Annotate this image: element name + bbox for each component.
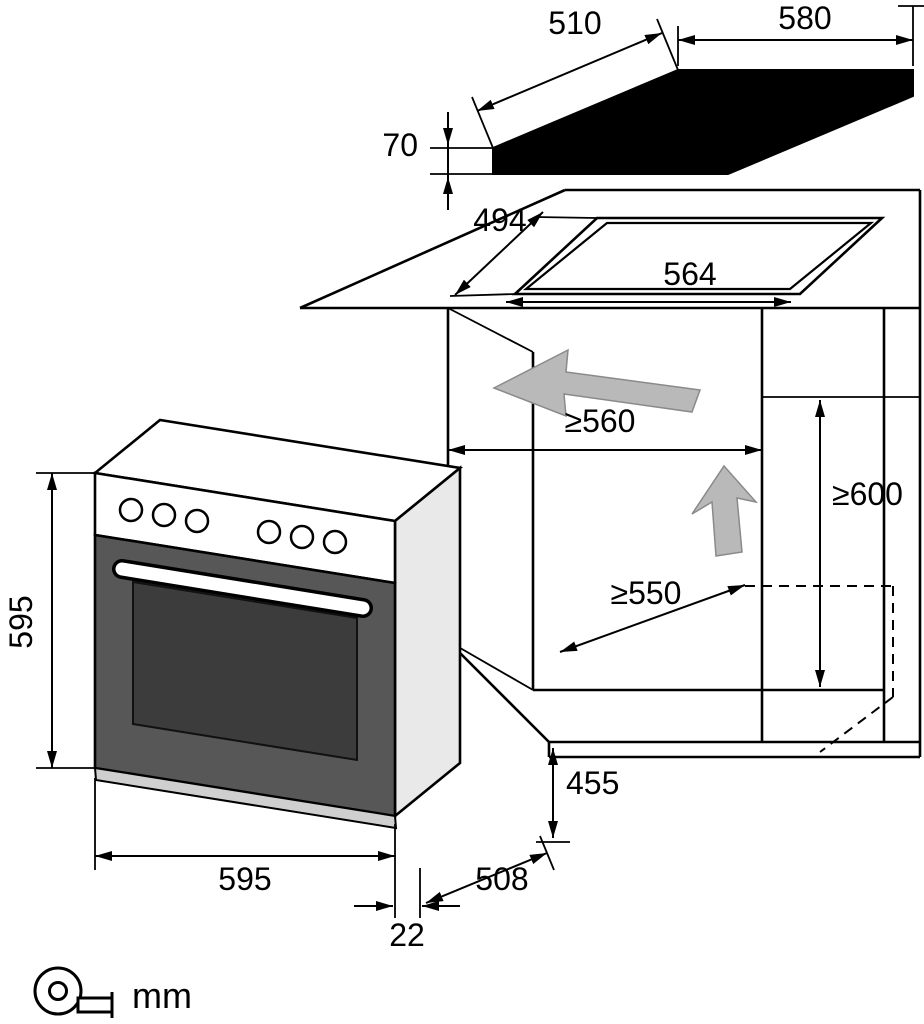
slide-in-arrow-icon (492, 348, 702, 418)
dim-niche-height-group: ≥600 (815, 400, 903, 687)
dim-oven-body-depth-label: 508 (475, 861, 528, 897)
dim-oven-body-depth-group: 508 (425, 835, 555, 904)
knob-5 (289, 524, 315, 550)
dim-oven-front-frame-group: 22 (354, 868, 460, 953)
knob-2 (151, 502, 177, 528)
dim-niche-depth-label: ≥550 (611, 575, 682, 611)
dim-oven-side-height-group: 455 (536, 748, 619, 843)
dim-cutout-width-group: 564 (506, 256, 791, 307)
knob-4 (256, 519, 282, 545)
dim-oven-height-label: 595 (3, 595, 39, 648)
knob-3 (184, 508, 210, 534)
insertion-arrows (492, 348, 759, 557)
dim-hob-width-group: 580 (677, 0, 924, 66)
worktop-cutout (511, 216, 886, 296)
oven-drawing (91, 418, 464, 830)
dim-hob-width-label: 580 (778, 0, 831, 36)
oven-knobs (118, 497, 348, 555)
knob-6 (322, 529, 348, 555)
knob-1 (118, 497, 144, 523)
dim-oven-height-group: 595 (3, 472, 95, 769)
oven-side-face (393, 465, 462, 819)
dim-oven-side-height-label: 455 (566, 765, 619, 801)
dim-hob-depth-group: 510 (471, 5, 679, 149)
legend: mm (33, 966, 192, 1018)
oven-handle (112, 559, 373, 618)
dim-hob-thickness-label: 70 (382, 127, 418, 163)
tape-measure-icon (33, 966, 114, 1018)
oven-base (93, 766, 398, 830)
dim-niche-width-group: ≥560 (448, 403, 762, 455)
oven-door-glass (132, 580, 358, 762)
dim-oven-width-label: 595 (218, 861, 271, 897)
hob-surface (492, 69, 914, 175)
dim-cutout-depth-label: 494 (473, 202, 526, 238)
hob-drawing (492, 69, 914, 175)
dim-niche-width-label: ≥560 (565, 403, 636, 439)
dim-niche-height-label: ≥600 (832, 476, 903, 512)
dim-oven-front-frame-label: 22 (389, 917, 425, 953)
dim-niche-depth-group: ≥550 (559, 575, 746, 653)
dim-cutout-depth-group: 494 (449, 202, 598, 297)
dim-cutout-width-label: 564 (663, 256, 716, 292)
dim-oven-width-group: 595 (94, 778, 396, 918)
dim-hob-depth-label: 510 (548, 5, 601, 41)
unit-label: mm (132, 975, 192, 1016)
dim-hob-thickness-group: 70 (382, 112, 493, 210)
lift-up-arrow-icon (691, 464, 759, 557)
